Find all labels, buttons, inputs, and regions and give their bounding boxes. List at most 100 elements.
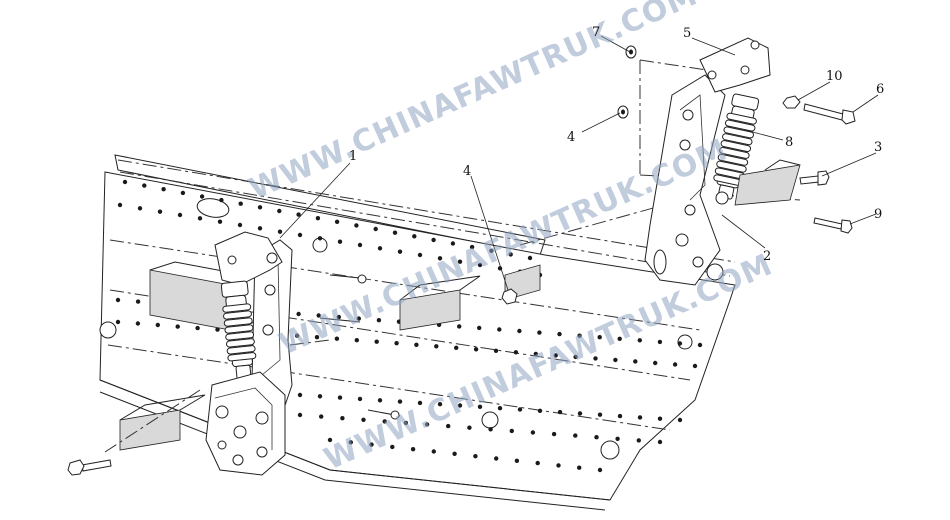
rivet-hole: [377, 398, 383, 403]
rivet-hole: [530, 430, 536, 435]
rivet-hole: [488, 427, 493, 432]
rivet-hole: [376, 318, 382, 323]
rivet-hole: [257, 226, 263, 231]
rivet-hole: [297, 412, 303, 418]
rivet-hole: [697, 342, 703, 348]
rivet-hole: [219, 197, 224, 203]
rivet-hole: [296, 212, 301, 217]
rivet-hole: [553, 353, 558, 358]
rivet-hole: [497, 406, 503, 411]
rivet-hole: [636, 438, 641, 443]
rivet-hole: [417, 252, 423, 258]
rivet-hole: [357, 242, 363, 248]
rivet-hole: [573, 354, 578, 360]
rivet-hole: [446, 423, 451, 429]
rivet-hole: [452, 451, 457, 456]
rivet-hole: [535, 460, 540, 466]
rivet-hole: [397, 249, 403, 254]
rivet-hole: [477, 404, 483, 409]
bellows-ring: [223, 310, 252, 320]
rivet-hole: [374, 339, 379, 344]
rivet-hole: [390, 444, 395, 450]
rivet-hole: [556, 463, 561, 468]
rivet-hole: [424, 422, 430, 427]
rivet-hole: [477, 325, 482, 331]
rivet-hole: [317, 236, 323, 241]
rivet-hole: [215, 327, 220, 332]
rivet-hole: [489, 248, 494, 253]
rivet-hole: [457, 324, 462, 329]
rivet-hole: [142, 183, 147, 188]
rivet-hole: [493, 348, 499, 353]
rivet-hole: [457, 403, 463, 408]
rivet-hole: [457, 259, 463, 264]
rivet-hole: [327, 437, 333, 443]
shock-bellows: [222, 303, 257, 362]
rivet-hole: [677, 417, 683, 423]
rivet-hole-pattern: [115, 179, 703, 473]
bellows-ring: [726, 112, 757, 125]
rivet-hole: [316, 313, 321, 318]
rivet-hole: [533, 351, 538, 357]
bellows-ring: [223, 317, 253, 327]
callout-8: 8: [785, 135, 793, 150]
bellows-ring: [222, 303, 252, 313]
rivet-hole: [537, 330, 542, 335]
rivet-hole: [257, 205, 263, 210]
rivet-hole: [161, 187, 166, 192]
rivet-hole: [508, 252, 513, 257]
callout-3: 3: [874, 140, 882, 155]
rivet-hole: [369, 442, 374, 447]
rivet-hole: [494, 456, 499, 461]
rivet-hole: [361, 417, 366, 422]
rivet-hole: [155, 322, 160, 328]
rivet-hole: [277, 229, 283, 234]
bellows-ring: [227, 352, 257, 362]
rivet-hole: [637, 338, 642, 343]
rivet-hole: [348, 440, 353, 445]
rivet-hole: [337, 395, 343, 400]
callout-4: 4: [567, 130, 575, 145]
rivet-hole: [615, 436, 620, 441]
callout-5: 5: [683, 26, 691, 41]
callout-labels: 1 2 3 4 4 5 6 7 8 9 10: [349, 25, 884, 264]
rivet-hole: [115, 297, 121, 303]
rivet-hole: [431, 237, 436, 243]
bellows-ring: [226, 345, 256, 355]
rivet-hole: [431, 449, 436, 454]
callout-7: 7: [592, 25, 600, 40]
rivet-hole: [477, 262, 483, 268]
rivet-hole: [454, 345, 459, 350]
rivet-hole: [657, 416, 663, 421]
rivet-hole: [175, 324, 180, 329]
rivet-hole: [317, 394, 323, 399]
callout-2: 2: [763, 249, 771, 264]
rivet-hole: [527, 255, 533, 261]
rivet-hole: [177, 212, 183, 218]
rivet-hole: [410, 447, 416, 452]
rivet-hole: [294, 333, 300, 338]
rivet-hole: [334, 336, 340, 341]
rivet-hole: [356, 316, 361, 321]
rivet-hole: [573, 433, 578, 438]
rivet-hole: [122, 179, 128, 185]
rivet-hole: [594, 435, 599, 440]
rivet-hole: [412, 234, 417, 239]
rivet-hole: [653, 360, 658, 366]
callout-6: 6: [876, 82, 884, 97]
rivet-hole: [237, 222, 243, 228]
rivet-hole: [157, 209, 163, 214]
callout-9: 9: [874, 207, 882, 222]
rivet-hole: [617, 413, 623, 419]
rivet-hole: [337, 239, 343, 244]
rivet-hole: [617, 336, 622, 341]
rivet-hole: [517, 328, 522, 334]
fasteners: [67, 45, 856, 476]
rivet-hole: [551, 431, 557, 437]
rivet-hole: [315, 216, 321, 221]
rivet-hole: [657, 339, 663, 345]
rivet-hole: [417, 400, 423, 406]
rivet-hole: [115, 319, 121, 325]
rivet-hole: [437, 402, 443, 407]
rivet-hole: [373, 226, 378, 232]
